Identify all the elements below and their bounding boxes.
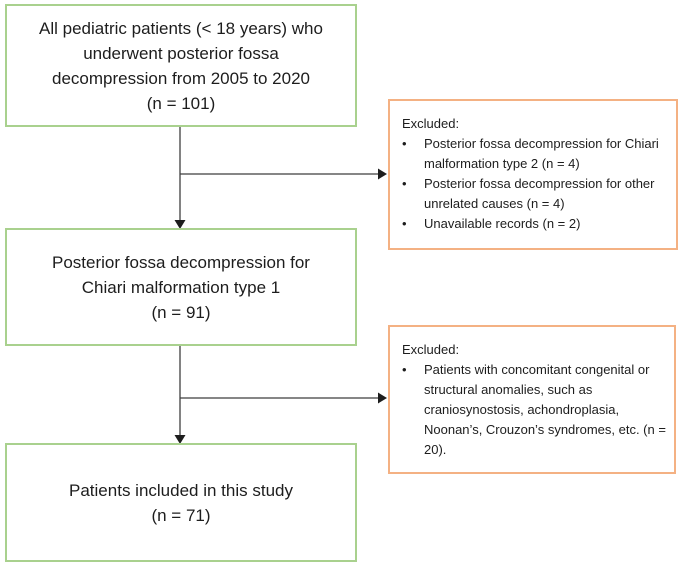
bullet-icon: • (402, 176, 407, 191)
excluded-heading: Excluded: (402, 116, 460, 131)
list-item-text: Unavailable records (n = 2) (424, 216, 581, 231)
list-item-text: Patients with concomitant congenital or … (424, 362, 666, 457)
list-item-text: Posterior fossa decompression for other … (424, 176, 655, 211)
box-excluded-1: Excluded: • Posterior fossa decompressio… (388, 99, 678, 250)
bullet-icon: • (402, 216, 407, 231)
box-all-pediatric-patients: All pediatric patients (< 18 years) who … (5, 4, 357, 127)
bullet-icon: • (402, 362, 407, 377)
bullet-icon: • (402, 136, 407, 151)
arrowhead-right-to-excluded-2-icon (378, 392, 387, 404)
list-item: • Unavailable records (n = 2) (402, 214, 672, 234)
box-text-line: (n = 101) (146, 93, 216, 113)
list-item-text: Posterior fossa decompression for Chiari… (424, 136, 659, 171)
box-excluded-2: Excluded: • Patients with concomitant co… (388, 325, 676, 474)
box-text-line: (n = 91) (151, 302, 211, 322)
excluded-heading: Excluded: (402, 342, 460, 357)
arrowhead-right-to-excluded-1-icon (378, 168, 387, 180)
box-text-line: (n = 71) (151, 505, 211, 525)
box-text-line: Chiari malformation type 1 (81, 277, 281, 297)
box-text-line: Patients included in this study (69, 480, 293, 500)
excluded-2-list: • Patients with concomitant congenital o… (402, 360, 670, 460)
box-text-line: decompression from 2005 to 2020 (52, 68, 310, 88)
list-item: • Posterior fossa decompression for othe… (402, 174, 672, 214)
box-chiari-type-1: Posterior fossa decompression for Chiari… (5, 228, 357, 346)
excluded-1-list: • Posterior fossa decompression for Chia… (402, 134, 672, 234)
list-item: • Posterior fossa decompression for Chia… (402, 134, 672, 174)
box-text-line: Posterior fossa decompression for (52, 252, 310, 272)
box-text-line: underwent posterior fossa (83, 43, 279, 63)
box-patients-included: Patients included in this study (n = 71) (5, 443, 357, 562)
box-text-line: All pediatric patients (< 18 years) who (39, 18, 323, 38)
list-item: • Patients with concomitant congenital o… (402, 360, 670, 460)
